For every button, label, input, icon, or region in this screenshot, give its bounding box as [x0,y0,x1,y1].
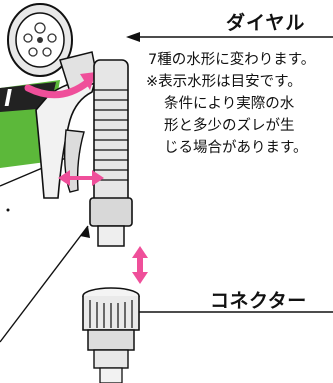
small-dot [6,208,10,212]
dial-note-line: ※表示水形は目安です。 [146,74,302,90]
gun-shaft [93,59,129,211]
dial-title: ダイヤル [226,12,306,34]
left-callout-line-2 [0,225,89,343]
hose-connector [82,287,140,383]
nozzle-dial [7,3,73,77]
dial-note-line: 形と多少のズレが生 [164,118,295,134]
gun-coupler [89,197,133,247]
rotation-arrow [24,78,92,99]
lock-arrow [58,170,104,186]
svg-text:l: l [4,87,12,112]
rotation-arrow-head [80,72,96,90]
dial-callout-arrowhead [126,32,140,42]
connector-title: コネクター [210,290,307,312]
attach-arrow [132,246,148,284]
dial-description: 7種の水形に変わります。 [148,52,316,68]
left-callout-arrowhead [80,226,90,238]
dial-note-line: 条件により実際の水 [164,96,295,112]
callout-lines [0,36,333,343]
dial-note-line: じる場合があります。 [164,140,308,156]
